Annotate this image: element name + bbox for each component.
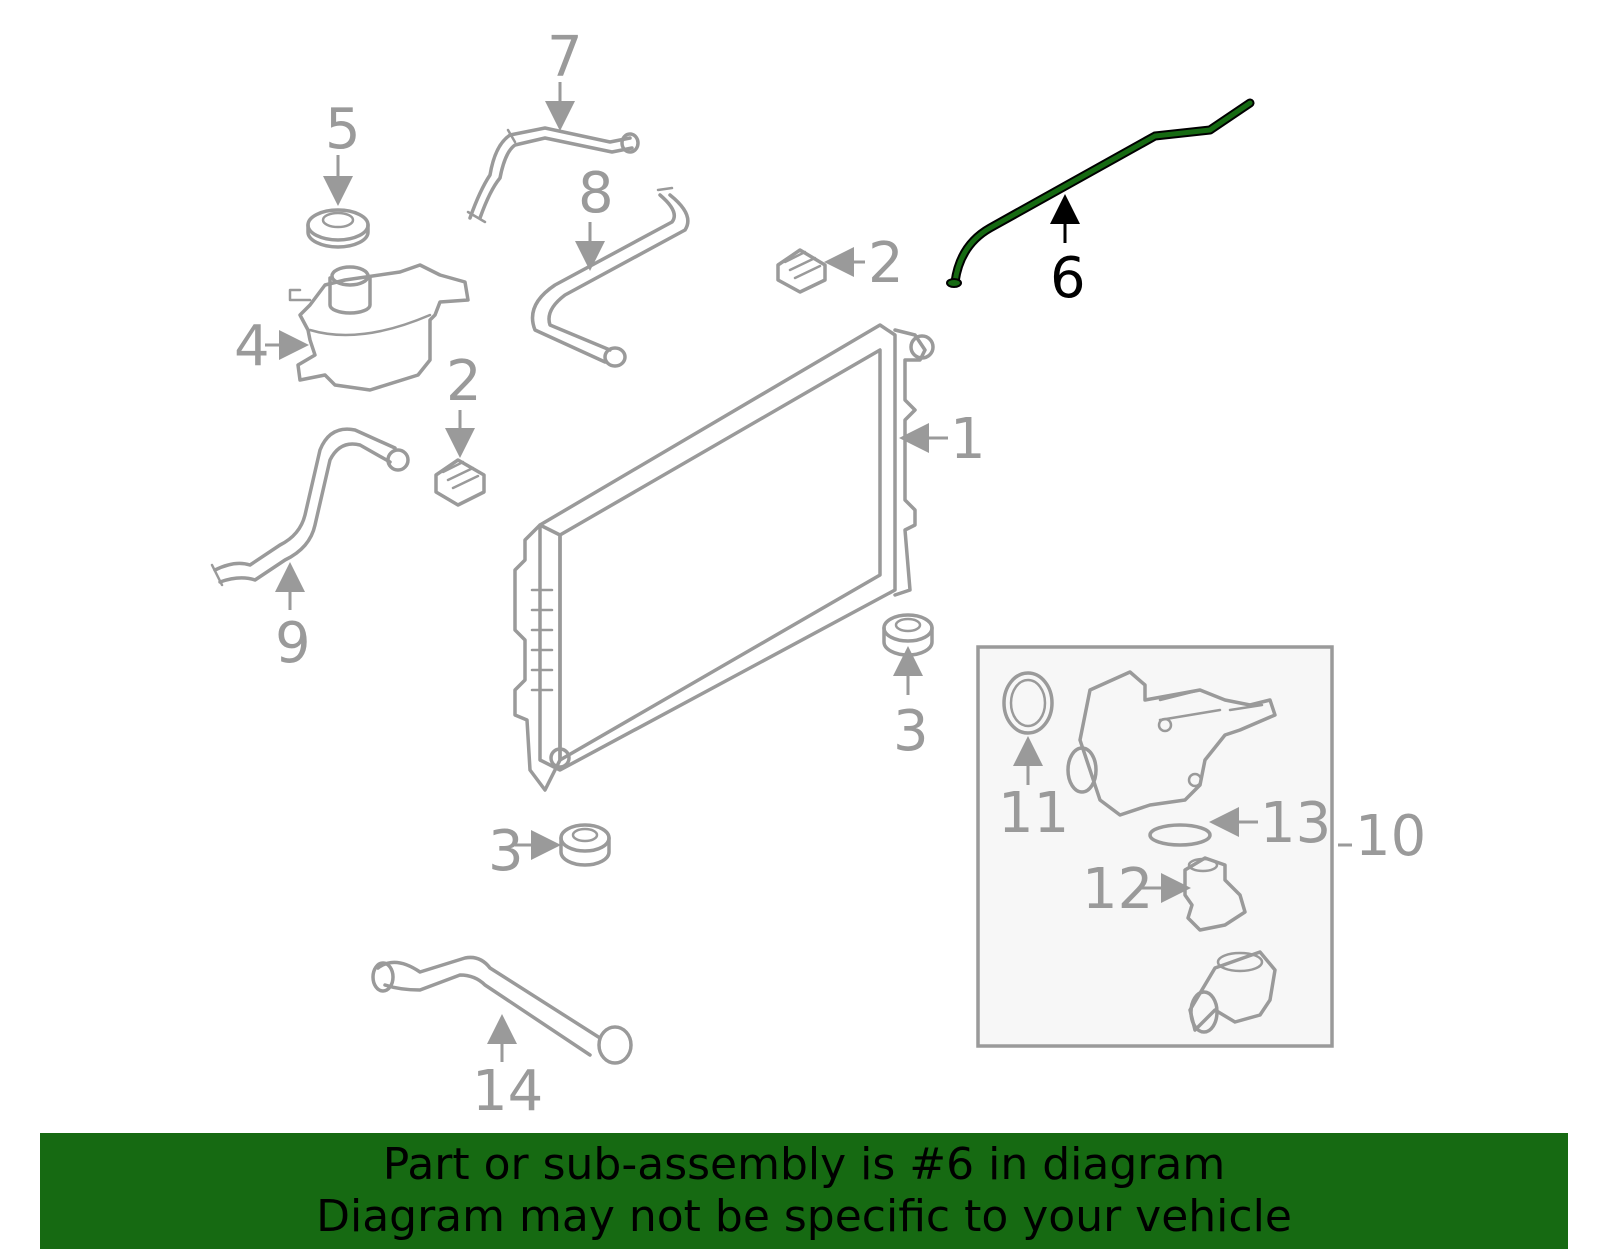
callout-label-3-bottom: 3 [488, 819, 524, 884]
hose-part-14[interactable] [371, 955, 633, 1065]
callout-label-12: 12 [1082, 857, 1153, 922]
callout-2-lower: 2 [445, 349, 482, 458]
bracket-part-2-upper[interactable] [776, 248, 827, 294]
callout-14: 14 [472, 1014, 543, 1124]
callout-label-2-lower: 2 [446, 349, 482, 414]
reservoir-part-4[interactable] [288, 263, 470, 392]
callout-label-9: 9 [275, 611, 311, 676]
radiator-part-1[interactable] [513, 323, 935, 792]
callout-label-10: 10 [1355, 804, 1426, 869]
tube-part-6-highlighted[interactable] [946, 98, 1255, 288]
callout-13: 13 [1209, 791, 1331, 856]
insulator-part-3-right[interactable] [882, 613, 934, 657]
callout-6: 6 [1050, 194, 1086, 311]
callout-2-upper: 2 [824, 231, 904, 296]
callout-5: 5 [323, 97, 361, 206]
callout-label-7: 7 [547, 25, 583, 90]
callout-8: 8 [575, 161, 614, 271]
callout-12: 12 [1082, 857, 1191, 922]
insulator-part-3-bottom[interactable] [559, 823, 611, 867]
callout-label-13: 13 [1260, 791, 1331, 856]
thermostat-part-12[interactable] [1183, 856, 1247, 932]
banner-line-disclaimer: Diagram may not be specific to your vehi… [316, 1191, 1292, 1242]
bracket-part-2-lower[interactable] [434, 458, 486, 507]
part-info-banner: Part or sub-assembly is #6 in diagram Di… [40, 1133, 1568, 1249]
callout-label-3-right: 3 [893, 699, 929, 764]
outlet-part-10[interactable] [1188, 950, 1277, 1034]
callout-7: 7 [545, 25, 583, 131]
banner-line-part-number: Part or sub-assembly is #6 in diagram [382, 1139, 1226, 1190]
callout-1: 1 [899, 407, 986, 472]
callout-label-14: 14 [472, 1059, 543, 1124]
callout-label-8: 8 [578, 161, 614, 226]
hose-part-8[interactable] [530, 186, 690, 368]
callout-4: 4 [234, 314, 309, 379]
callout-label-4: 4 [234, 314, 270, 379]
callout-label-6: 6 [1050, 246, 1086, 311]
hose-part-9[interactable] [210, 427, 410, 587]
callout-3-bottom: 3 [488, 819, 561, 884]
callout-3-right: 3 [893, 646, 929, 764]
callout-10: 10 [1338, 804, 1426, 869]
callout-9: 9 [275, 562, 311, 676]
hose-part-7[interactable] [466, 126, 640, 224]
callout-label-2-upper: 2 [868, 231, 904, 296]
cap-part-5[interactable] [306, 208, 370, 249]
callout-11: 11 [998, 736, 1069, 846]
callout-label-11: 11 [998, 781, 1069, 846]
callout-label-1: 1 [950, 407, 986, 472]
callout-label-5: 5 [325, 97, 361, 162]
thermostat-housing-part-10[interactable] [1066, 670, 1277, 817]
seal-part-11[interactable] [1002, 671, 1054, 735]
